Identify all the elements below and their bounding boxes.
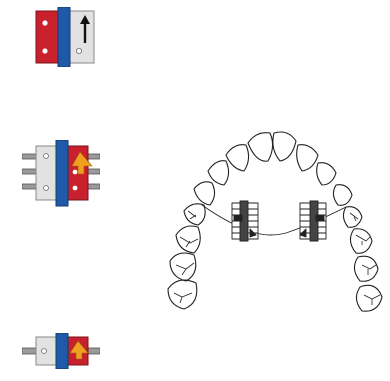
tooth	[167, 131, 383, 312]
expansion-screw-with-guide-pins	[22, 140, 100, 207]
upper-dental-arch-with-bilateral-screws	[167, 131, 383, 312]
orange-arrow-icon	[71, 151, 93, 175]
orange-arrow-icon	[69, 340, 89, 360]
expansion-screw-front-view	[35, 7, 95, 67]
bolt-hole	[42, 20, 48, 26]
expansion-screw-compact	[22, 333, 100, 369]
bolt-hole	[42, 48, 48, 54]
right-expansion-screw	[299, 200, 327, 242]
left-expansion-screw	[231, 200, 259, 242]
tooth-fissures	[173, 210, 381, 305]
bolt-hole	[76, 48, 83, 55]
arrow-up-icon	[80, 15, 90, 43]
